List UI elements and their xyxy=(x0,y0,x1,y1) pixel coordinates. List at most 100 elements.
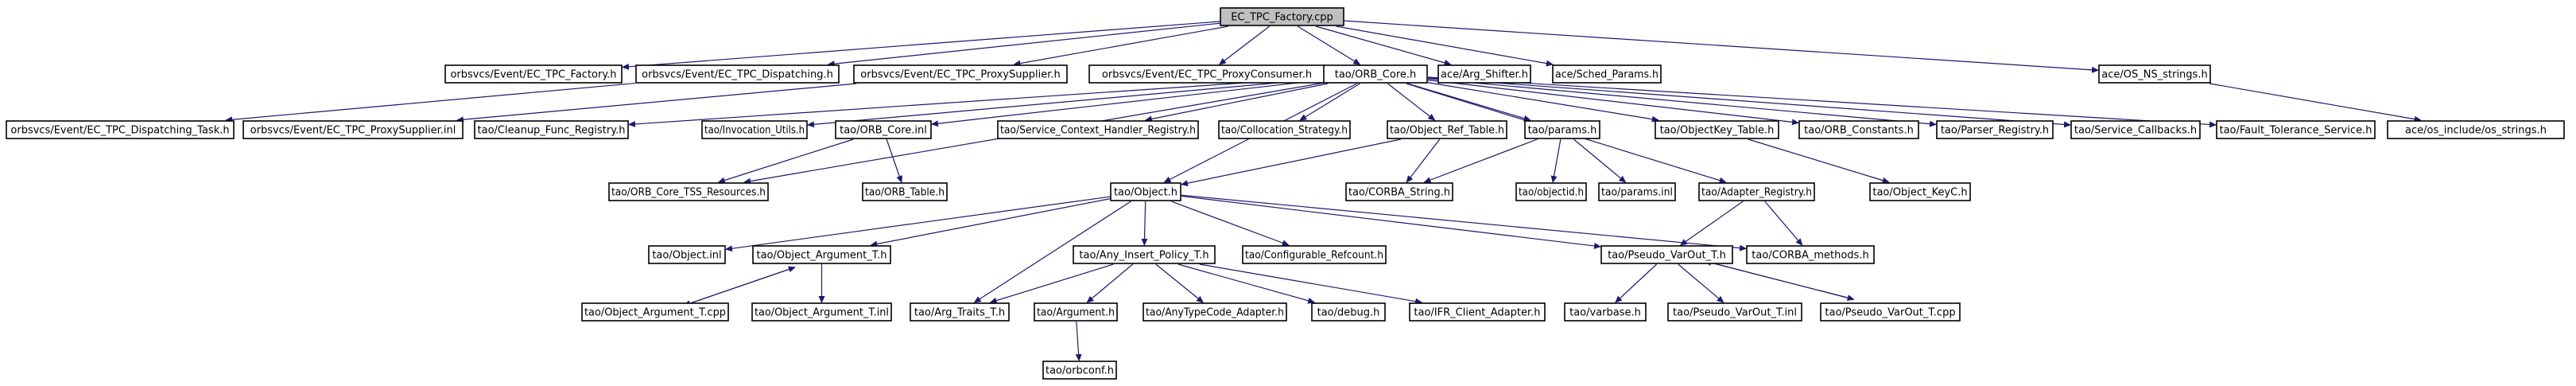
node-box[interactable] xyxy=(910,302,1010,322)
node-box[interactable] xyxy=(1218,120,1351,139)
node-pseudoH[interactable]: tao/Pseudo_VarOut_T.h xyxy=(1600,245,1733,264)
node-orbTable[interactable]: tao/ORB_Table.h xyxy=(862,182,948,201)
node-box[interactable] xyxy=(1387,120,1507,139)
node-tpcPC[interactable]: orbsvcs/Event/EC_TPC_ProxyConsumer.h xyxy=(1088,64,1325,84)
node-orbCore[interactable]: tao/ORB_Core.h xyxy=(1323,64,1428,84)
node-box[interactable] xyxy=(2098,64,2211,84)
node-orbCoreInl[interactable]: tao/ORB_Core.inl xyxy=(835,120,932,139)
node-box[interactable] xyxy=(997,120,1199,139)
node-box[interactable] xyxy=(1437,64,1531,84)
node-box[interactable] xyxy=(1552,64,1662,84)
node-box[interactable] xyxy=(751,302,892,322)
node-box[interactable] xyxy=(635,64,840,84)
node-box[interactable] xyxy=(835,120,932,139)
node-box[interactable] xyxy=(1409,302,1546,322)
node-box[interactable] xyxy=(2387,120,2565,139)
node-box[interactable] xyxy=(1598,182,1676,201)
node-tpcFactory[interactable]: orbsvcs/Event/EC_TPC_Factory.h xyxy=(444,64,623,84)
node-box[interactable] xyxy=(6,120,235,139)
node-cleanup[interactable]: tao/Cleanup_Func_Registry.h xyxy=(474,120,629,139)
node-tpcPS[interactable]: orbsvcs/Event/EC_TPC_ProxySupplier.h xyxy=(853,64,1068,84)
node-box[interactable] xyxy=(1034,302,1118,322)
node-box[interactable] xyxy=(1073,245,1216,264)
node-pseudoInl[interactable]: tao/Pseudo_VarOut_T.inl xyxy=(1667,302,1802,322)
node-box[interactable] xyxy=(581,302,729,322)
node-sched[interactable]: ace/Sched_Params.h xyxy=(1552,64,1662,84)
node-objArgInl[interactable]: tao/Object_Argument_T.inl xyxy=(751,302,892,322)
node-box[interactable] xyxy=(444,64,623,84)
node-box[interactable] xyxy=(1515,182,1587,201)
node-tss[interactable]: tao/ORB_Core_TSS_Resources.h xyxy=(608,182,769,201)
node-box[interactable] xyxy=(2070,120,2201,139)
node-box[interactable] xyxy=(1820,302,1961,322)
node-label: tao/Service_Context_Handler_Registry.h xyxy=(1000,125,1196,137)
node-objArgCpp[interactable]: tao/Object_Argument_T.cpp xyxy=(581,302,729,322)
node-psInl[interactable]: orbsvcs/Event/EC_TPC_ProxySupplier.inl xyxy=(242,120,464,139)
node-objKeyC[interactable]: tao/Object_KeyC.h xyxy=(1869,182,1971,201)
node-box[interactable] xyxy=(1143,302,1287,322)
node-box[interactable] xyxy=(1746,245,1875,264)
node-corbaStr[interactable]: tao/CORBA_String.h xyxy=(1345,182,1453,201)
node-argShifter[interactable]: ace/Arg_Shifter.h xyxy=(1437,64,1531,84)
node-box[interactable] xyxy=(1311,302,1386,322)
node-box[interactable] xyxy=(752,245,891,264)
node-anyIns[interactable]: tao/Any_Insert_Policy_T.h xyxy=(1073,245,1216,264)
node-box[interactable] xyxy=(1936,120,2054,139)
edge-orbCore-to-objRefTable xyxy=(1387,83,1436,121)
node-confRef[interactable]: tao/Configurable_Refcount.h xyxy=(1242,245,1387,264)
node-box[interactable] xyxy=(1600,245,1733,264)
node-box[interactable] xyxy=(1042,361,1117,380)
node-objRefTable[interactable]: tao/Object_Ref_Table.h xyxy=(1387,120,1507,139)
node-osInclStr[interactable]: ace/os_include/os_strings.h xyxy=(2387,120,2565,139)
node-objKeyTable[interactable]: tao/ObjectKey_Table.h xyxy=(1655,120,1779,139)
node-adapterReg[interactable]: tao/Adapter_Registry.h xyxy=(1698,182,1815,201)
node-debug[interactable]: tao/debug.h xyxy=(1311,302,1386,322)
node-corbaMeth[interactable]: tao/CORBA_methods.h xyxy=(1746,245,1875,264)
node-box[interactable] xyxy=(608,182,769,201)
node-anyTC[interactable]: tao/AnyTypeCode_Adapter.h xyxy=(1143,302,1287,322)
node-osNS[interactable]: ace/OS_NS_strings.h xyxy=(2098,64,2211,84)
node-argument[interactable]: tao/Argument.h xyxy=(1034,302,1118,322)
node-box[interactable] xyxy=(862,182,948,201)
node-dispTask[interactable]: orbsvcs/Event/EC_TPC_Dispatching_Task.h xyxy=(6,120,235,139)
node-box[interactable] xyxy=(1524,120,1600,139)
node-box[interactable] xyxy=(1698,182,1815,201)
node-box[interactable] xyxy=(1323,64,1428,84)
node-paramsInl[interactable]: tao/params.inl xyxy=(1598,182,1676,201)
node-objectid[interactable]: tao/objectid.h xyxy=(1515,182,1587,201)
node-box[interactable] xyxy=(1110,182,1181,201)
node-box[interactable] xyxy=(1220,7,1344,26)
node-orbConst[interactable]: tao/ORB_Constants.h xyxy=(1798,120,1919,139)
node-params[interactable]: tao/params.h xyxy=(1524,120,1600,139)
node-label: tao/Object_Argument_T.h xyxy=(756,250,886,262)
node-box[interactable] xyxy=(474,120,629,139)
node-objArgT[interactable]: tao/Object_Argument_T.h xyxy=(752,245,891,264)
node-box[interactable] xyxy=(1869,182,1971,201)
node-root[interactable]: EC_TPC_Factory.cpp xyxy=(1220,7,1344,26)
node-box[interactable] xyxy=(1564,302,1647,322)
node-box[interactable] xyxy=(242,120,464,139)
node-box[interactable] xyxy=(648,245,726,264)
node-box[interactable] xyxy=(1798,120,1919,139)
node-svcCtx[interactable]: tao/Service_Context_Handler_Registry.h xyxy=(997,120,1199,139)
node-objectH[interactable]: tao/Object.h xyxy=(1110,182,1181,201)
node-tpcDisp[interactable]: orbsvcs/Event/EC_TPC_Dispatching.h xyxy=(635,64,840,84)
node-parserReg[interactable]: tao/Parser_Registry.h xyxy=(1936,120,2054,139)
node-box[interactable] xyxy=(1345,182,1453,201)
node-ifr[interactable]: tao/IFR_Client_Adapter.h xyxy=(1409,302,1546,322)
node-box[interactable] xyxy=(1655,120,1779,139)
node-objInl[interactable]: tao/Object.inl xyxy=(648,245,726,264)
node-ftSvc[interactable]: tao/Fault_Tolerance_Service.h xyxy=(2216,120,2376,139)
node-box[interactable] xyxy=(1242,245,1387,264)
node-argTraits[interactable]: tao/Arg_Traits_T.h xyxy=(910,302,1010,322)
node-orbconf[interactable]: tao/orbconf.h xyxy=(1042,361,1117,380)
node-box[interactable] xyxy=(2216,120,2376,139)
node-varbase[interactable]: tao/varbase.h xyxy=(1564,302,1647,322)
node-invUtils[interactable]: tao/Invocation_Utils.h xyxy=(701,120,808,139)
node-pseudoCpp[interactable]: tao/Pseudo_VarOut_T.cpp xyxy=(1820,302,1961,322)
node-box[interactable] xyxy=(1667,302,1802,322)
node-colloc[interactable]: tao/Collocation_Strategy.h xyxy=(1218,120,1351,139)
node-box[interactable] xyxy=(853,64,1068,84)
node-box[interactable] xyxy=(701,120,808,139)
node-svcCb[interactable]: tao/Service_Callbacks.h xyxy=(2070,120,2201,139)
